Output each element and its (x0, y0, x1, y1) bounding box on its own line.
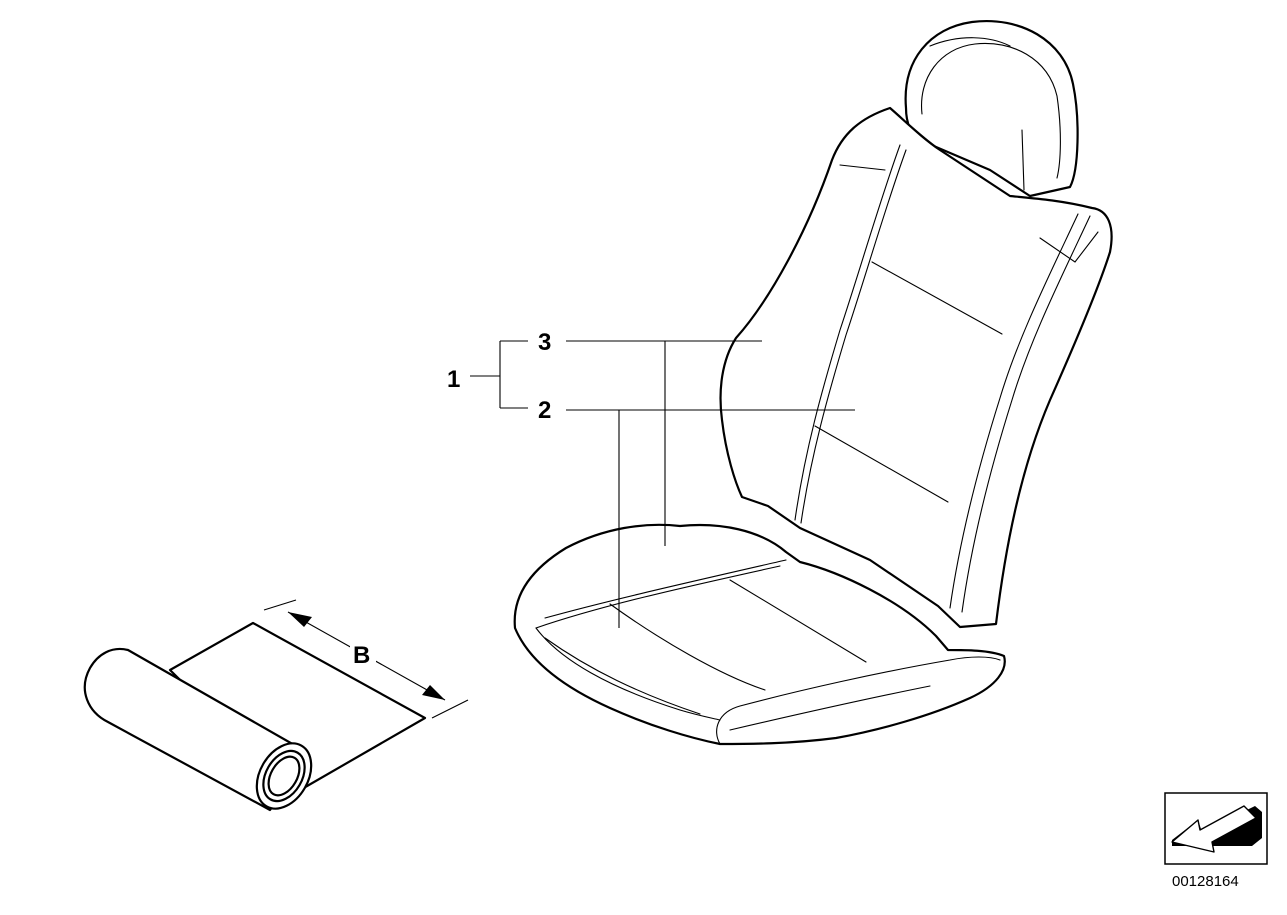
seat-cushion (513, 523, 1006, 746)
callout-group: 1 3 2 (447, 329, 855, 628)
callout-1: 1 (447, 366, 460, 393)
dimension-label: B (353, 642, 370, 669)
callout-2: 2 (538, 397, 551, 424)
callout-3: 3 (538, 329, 551, 356)
backrest (719, 106, 1113, 629)
material-roll: B (83, 599, 469, 812)
diagram-id: 00128164 (1172, 873, 1239, 890)
direction-arrow-icon (1164, 792, 1268, 865)
leader-line-3 (566, 340, 762, 546)
dimension-b: B (263, 599, 469, 719)
leader-line-2 (566, 409, 855, 628)
car-seat (513, 20, 1113, 746)
